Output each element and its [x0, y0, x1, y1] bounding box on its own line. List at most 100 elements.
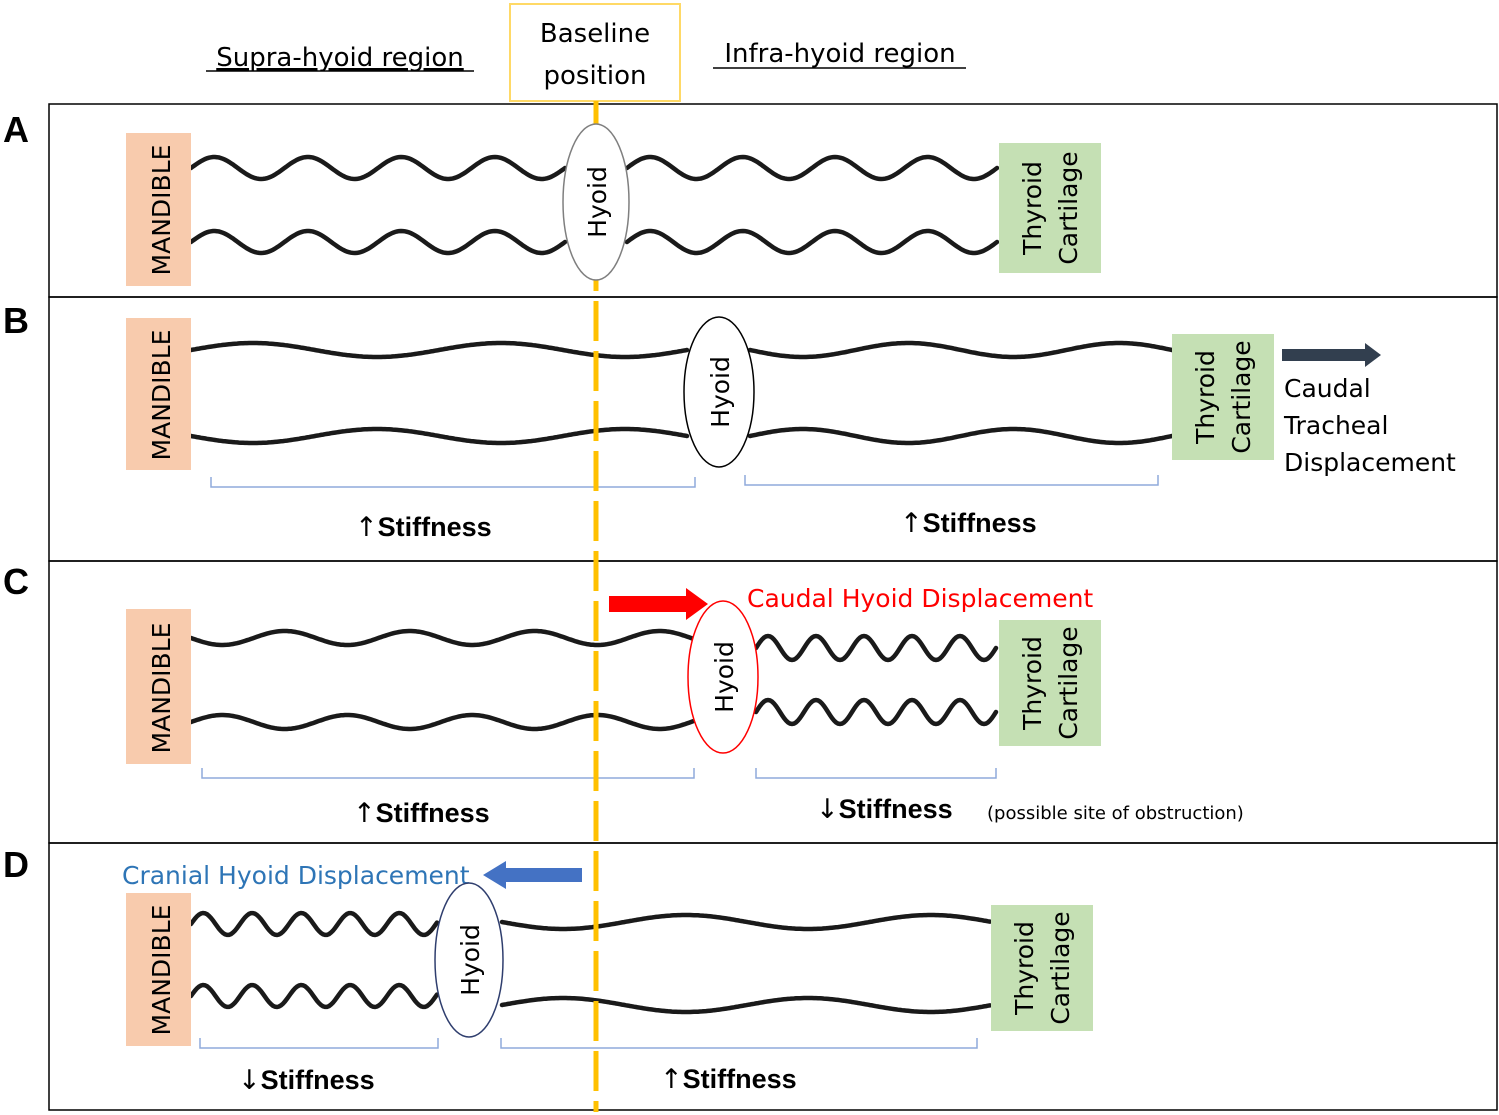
arrow-up-icon: ↑	[355, 512, 378, 543]
supra-hyoid-strand-top	[188, 154, 568, 182]
obstruction-note: (possible site of obstruction)	[987, 803, 1244, 824]
supra-hyoid-strand-top	[188, 910, 440, 938]
thyroid-cartilage-box	[999, 143, 1101, 273]
hyoid-bone	[562, 123, 630, 281]
baseline-label-line2: position	[544, 61, 647, 91]
hyoid-bone	[683, 316, 755, 468]
thyroid-cartilage-box	[999, 620, 1101, 746]
thyroid-cartilage-box	[1172, 334, 1274, 460]
stiffness-text: Stiffness	[261, 1065, 375, 1095]
caudal-tracheal-line1: Caudal	[1284, 374, 1371, 403]
panel-b-hyoid: Hyoid	[683, 316, 755, 468]
infra-hyoid-bracket	[500, 1038, 978, 1049]
infra-hyoid-strand-bottom	[747, 426, 1175, 446]
thyroid-label-line2: Cartilage	[1054, 151, 1083, 264]
panel-d: MANDIBLE Thyroid Cartilage Cranial Hyoid…	[122, 861, 1093, 1096]
arrow-down-icon: ↓	[238, 1065, 261, 1096]
arrow-down-icon: ↓	[816, 794, 839, 825]
panel-b: MANDIBLE Thyroid Cartilage Caudal Trache…	[126, 318, 1456, 543]
cranial-hyoid-label: Cranial Hyoid Displacement	[122, 861, 470, 890]
hyoid-label: Hyoid	[706, 356, 735, 428]
infra-hyoid-strand-bottom	[624, 228, 1000, 256]
arrow-up-icon: ↑	[660, 1064, 683, 1095]
thyroid-label-line2: Cartilage	[1046, 911, 1075, 1024]
mandible-label: MANDIBLE	[147, 145, 176, 276]
stiffness-text: Stiffness	[378, 512, 492, 542]
infra-hyoid-strand-top	[624, 154, 1000, 182]
stiffness-text: Stiffness	[923, 508, 1037, 538]
baseline-label-line1: Baseline	[540, 19, 650, 49]
cranial-hyoid-arrow	[483, 861, 582, 889]
panel-c: MANDIBLE Thyroid Cartilage Caudal Hyoid …	[126, 584, 1244, 829]
panel-a-hyoid: Hyoid	[562, 123, 630, 281]
mandible-label: MANDIBLE	[147, 330, 176, 461]
supra-hyoid-strand-bottom	[188, 228, 568, 256]
supra-hyoid-strand-bottom	[188, 426, 690, 446]
arrow-up-icon: ↑	[353, 798, 376, 829]
infra-hyoid-bracket	[744, 475, 1159, 486]
panel-a-frame	[48, 103, 1498, 298]
supra-hyoid-bracket	[199, 1038, 439, 1049]
mandible-box	[126, 318, 191, 470]
mandible-box	[126, 133, 191, 286]
hyoid-bone	[434, 882, 504, 1038]
supra-hyoid-bracket	[201, 768, 695, 779]
caudal-tracheal-line2: Tracheal	[1283, 411, 1388, 440]
stiffness-text: Stiffness	[376, 798, 490, 828]
thyroid-label-line2: Cartilage	[1227, 340, 1256, 453]
hyoid-label: Hyoid	[710, 641, 739, 713]
caudal-tracheal-arrow	[1282, 343, 1381, 367]
infra-stiffness-label: ↓Stiffness	[816, 794, 953, 825]
hyoid-label: Hyoid	[583, 166, 612, 238]
supra-hyoid-strand-top	[188, 628, 696, 648]
hyoid-label: Hyoid	[456, 924, 485, 996]
stiffness-text: Stiffness	[839, 794, 953, 824]
panel-a-letter: A	[3, 109, 29, 150]
panel-d-hyoid: Hyoid	[434, 882, 504, 1038]
panel-frames	[48, 103, 1498, 1111]
panel-a: MANDIBLE Thyroid Cartilage	[126, 133, 1101, 286]
thyroid-label-line1: Thyroid	[1191, 350, 1220, 445]
hyoid-bone	[687, 600, 759, 754]
supra-stiffness-label: ↓Stiffness	[238, 1065, 375, 1096]
infra-hyoid-strand-bottom	[499, 995, 993, 1015]
thyroid-label-line2: Cartilage	[1054, 626, 1083, 739]
mandible-box	[126, 609, 191, 764]
infra-stiffness-label: ↑Stiffness	[900, 508, 1037, 539]
supra-stiffness-label: ↑Stiffness	[353, 798, 490, 829]
mandible-box	[126, 893, 191, 1046]
caudal-hyoid-arrow	[609, 588, 708, 620]
panel-b-frame	[48, 296, 1498, 562]
supra-hyoid-strand-bottom	[188, 712, 696, 732]
stiffness-text: Stiffness	[683, 1064, 797, 1094]
caudal-hyoid-label: Caudal Hyoid Displacement	[747, 584, 1093, 613]
thyroid-cartilage-box	[991, 905, 1093, 1031]
supra-hyoid-bracket	[210, 477, 696, 488]
thyroid-label-line1: Thyroid	[1018, 161, 1047, 256]
infra-hyoid-strand-top	[499, 912, 993, 932]
header: Supra-hyoid region Baseline position Inf…	[206, 3, 966, 102]
supra-hyoid-strand-bottom	[188, 982, 440, 1010]
infra-hyoid-bracket	[755, 768, 997, 779]
thyroid-label-line1: Thyroid	[1010, 921, 1039, 1016]
supra-stiffness-label: ↑Stiffness	[355, 512, 492, 543]
panel-d-frame	[48, 842, 1498, 1111]
infra-hyoid-region-label: Infra-hyoid region	[724, 39, 955, 69]
infra-stiffness-label: ↑Stiffness	[660, 1064, 797, 1095]
arrow-up-icon: ↑	[900, 508, 923, 539]
mandible-label: MANDIBLE	[147, 905, 176, 1036]
infra-hyoid-strand-top	[753, 633, 999, 663]
panel-c-letter: C	[3, 561, 29, 602]
muscle-strands	[188, 154, 1175, 1015]
supra-hyoid-strand-top	[188, 340, 690, 360]
panel-c-hyoid: Hyoid	[687, 600, 759, 754]
infra-hyoid-strand-bottom	[753, 697, 999, 727]
supra-hyoid-region-label: Supra-hyoid region	[216, 43, 463, 73]
mandible-label: MANDIBLE	[147, 623, 176, 754]
panel-d-letter: D	[3, 844, 29, 885]
caudal-tracheal-line3: Displacement	[1284, 448, 1456, 477]
panel-b-letter: B	[3, 300, 29, 341]
thyroid-label-line1: Thyroid	[1018, 636, 1047, 731]
infra-hyoid-strand-top	[747, 340, 1175, 360]
